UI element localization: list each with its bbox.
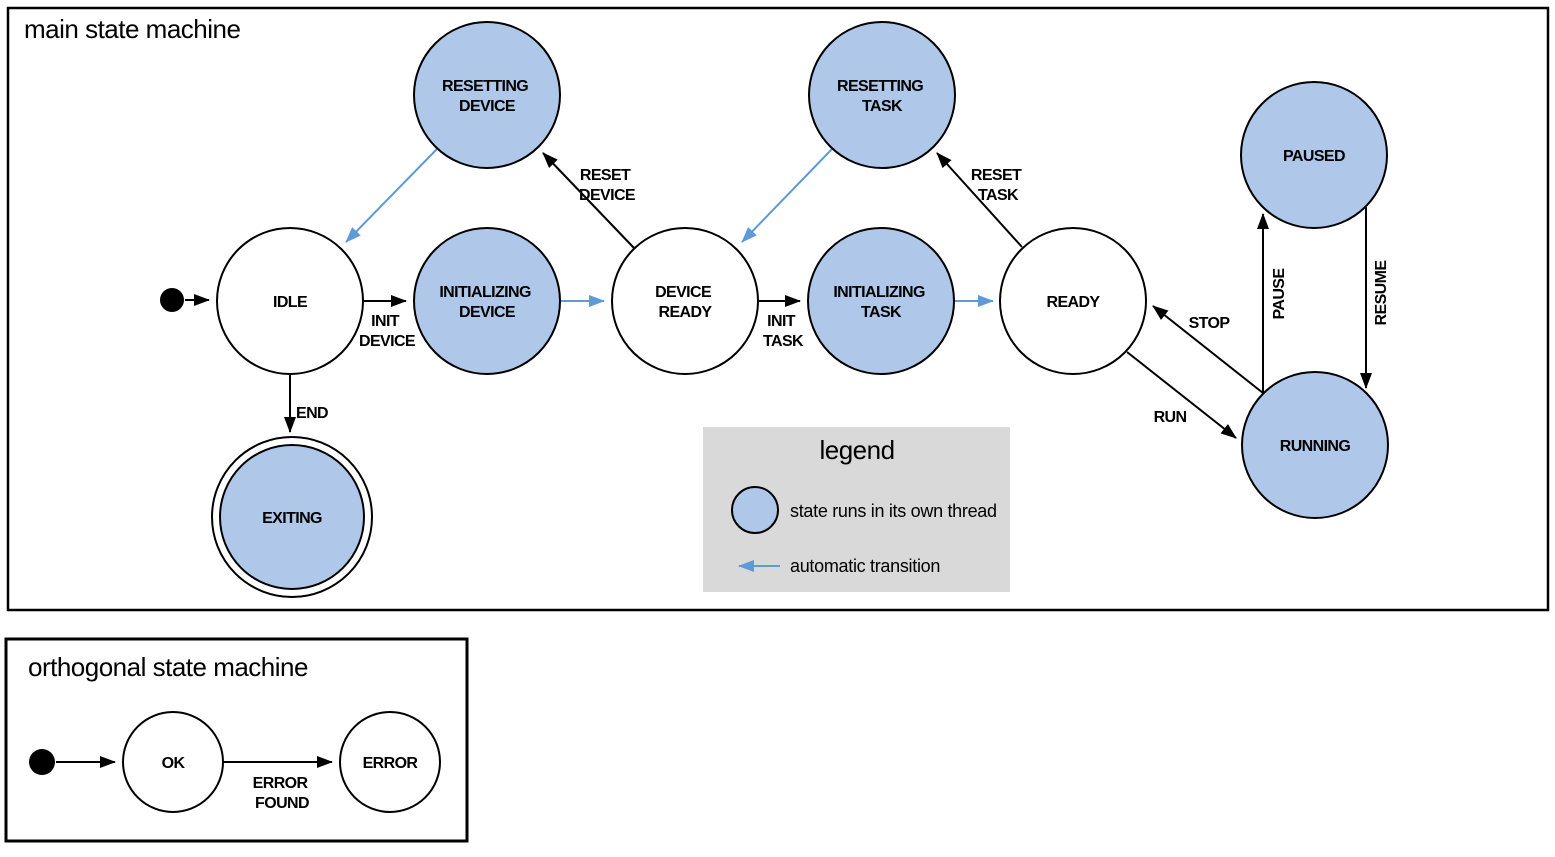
state-paused-label: PAUSED — [1283, 148, 1345, 165]
transition-run-line — [1126, 351, 1237, 439]
transition-auto-resetdevice-idle — [345, 148, 438, 243]
state-initializing-device — [413, 227, 561, 375]
transition-reset-task-line — [936, 152, 1023, 248]
state-exiting-label: EXITING — [262, 510, 322, 527]
state-ok — [122, 711, 224, 813]
state-ok-label: OK — [162, 755, 186, 772]
state-idle — [216, 227, 364, 375]
transition-end-label: END — [296, 405, 328, 422]
state-resetting-task-label: RESETTING TASK — [837, 78, 927, 115]
transition-auto-resettask-deviceready — [741, 148, 833, 243]
transition-error-found-label: ERROR FOUND — [253, 775, 312, 812]
state-initializing-task-label: INITIALIZING TASK — [833, 284, 928, 321]
state-resetting-device-label: RESETTING DEVICE — [442, 78, 532, 115]
state-paused — [1240, 81, 1388, 229]
transition-reset-device-label: RESET DEVICE — [579, 167, 636, 204]
initial-state-dot — [160, 288, 184, 312]
state-device-ready — [611, 227, 759, 375]
state-resetting-device — [413, 21, 561, 169]
state-idle-label: IDLE — [273, 294, 308, 311]
main-machine-title: main state machine — [24, 14, 240, 44]
transition-reset-task-label: RESET TASK — [971, 167, 1025, 204]
state-ready-label: READY — [1046, 294, 1100, 311]
legend-auto-transition-label: automatic transition — [790, 556, 940, 576]
state-initializing-task — [807, 227, 955, 375]
ortho-machine-title: orthogonal state machine — [28, 652, 308, 682]
state-device-ready-label: DEVICE READY — [655, 284, 715, 321]
legend-threaded-state-icon — [731, 486, 779, 534]
main-machine-border — [6, 6, 1550, 612]
state-error-label: ERROR — [363, 755, 419, 772]
state-exiting — [219, 444, 365, 590]
legend-title: legend — [819, 435, 894, 465]
state-ready — [999, 227, 1147, 375]
state-resetting-task — [808, 21, 956, 169]
transition-stop-line — [1152, 305, 1264, 394]
transition-stop-label: STOP — [1189, 315, 1231, 332]
transition-run-label: RUN — [1154, 409, 1187, 426]
transition-init-task-label: INIT TASK — [763, 313, 804, 350]
transition-reset-device-line — [542, 152, 635, 249]
state-initializing-device-label: INITIALIZING DEVICE — [439, 284, 534, 321]
transition-resume-label: RESUME — [1373, 260, 1390, 326]
transition-pause-label: PAUSE — [1271, 268, 1288, 320]
transition-init-device-label: INIT DEVICE — [359, 313, 416, 350]
ortho-initial-state-dot — [29, 749, 55, 775]
state-error — [339, 711, 441, 813]
ortho-machine-border — [4, 637, 469, 843]
legend-threaded-state-label: state runs in its own thread — [790, 501, 997, 521]
state-running — [1241, 371, 1389, 519]
state-running-label: RUNNING — [1280, 438, 1351, 455]
